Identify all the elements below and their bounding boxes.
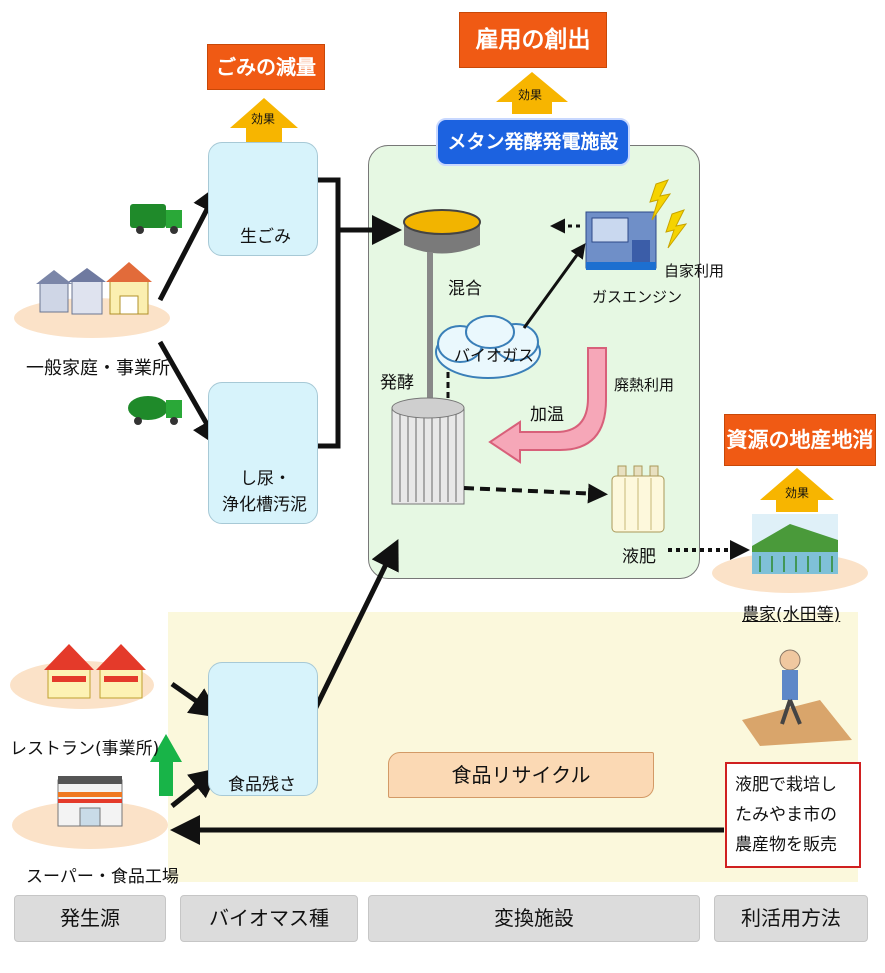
biogas-label: バイオガス bbox=[454, 346, 535, 365]
raw-garbage-label: 生ごみ bbox=[240, 227, 291, 247]
food-waste-label: 食品残さ bbox=[228, 775, 296, 795]
sludge-label-2: 浄化槽汚泥 bbox=[222, 495, 307, 515]
farmer-icon bbox=[742, 649, 852, 746]
garbage-truck-icon bbox=[130, 204, 182, 234]
effect-arrow-waste bbox=[230, 98, 298, 142]
liquid-fertilizer-tank-icon bbox=[611, 465, 665, 533]
supermarket-icon bbox=[57, 776, 123, 827]
footer-col-conversion: 変換施設 bbox=[368, 895, 700, 942]
self-use-label: 自家利用 bbox=[664, 262, 725, 280]
mixing-label: 混合 bbox=[448, 279, 482, 299]
supermarket-label: スーパー・食品工場 bbox=[26, 867, 179, 887]
effect-arrow-jobs bbox=[496, 72, 568, 114]
green-up-arrow bbox=[150, 734, 182, 796]
mixing-tank-icon bbox=[403, 209, 481, 408]
sales-note-line2: たみやま市の bbox=[735, 805, 837, 825]
gas-engine-icon bbox=[585, 211, 657, 270]
biomass-box-sludge bbox=[208, 382, 318, 524]
liquid-fertilizer-label: 液肥 bbox=[622, 547, 656, 567]
fermentation-label: 発酵 bbox=[380, 373, 414, 393]
footer-col-usage: 利活用方法 bbox=[714, 895, 868, 942]
footer-col-biomass: バイオマス種 bbox=[180, 895, 358, 942]
rice-field-icon bbox=[752, 514, 838, 574]
effect-tag-local: 効果 bbox=[785, 486, 810, 500]
biomass-box-raw-garbage bbox=[208, 142, 318, 256]
farm-label: 農家(水田等) bbox=[742, 605, 841, 625]
sales-note-line1: 液肥で栽培し bbox=[735, 775, 837, 795]
heat-arrow bbox=[488, 347, 607, 464]
fermentation-tank-icon bbox=[391, 397, 465, 505]
households-label: 一般家庭・事業所 bbox=[26, 358, 170, 379]
sales-note-box bbox=[725, 762, 861, 868]
biomass-box-food-waste bbox=[208, 662, 318, 796]
biogas-cloud-icon bbox=[435, 315, 541, 379]
effect-job-creation: 雇用の創出 bbox=[459, 12, 607, 68]
effect-waste-reduction: ごみの減量 bbox=[207, 44, 325, 90]
sales-note-line3: 農産物を販売 bbox=[735, 835, 837, 855]
waste-heat-label: 廃熱利用 bbox=[614, 376, 675, 394]
food-recycle-banner: 食品リサイクル bbox=[388, 752, 654, 798]
restaurant-label: レストラン(事業所) bbox=[10, 739, 160, 759]
effect-arrow-local bbox=[760, 468, 834, 512]
effect-local-production: 資源の地産地消 bbox=[724, 414, 876, 466]
effect-tag-waste: 効果 bbox=[251, 112, 276, 126]
heating-label: 加温 bbox=[530, 405, 564, 425]
households-icon bbox=[36, 262, 152, 315]
lightning-icon bbox=[649, 179, 688, 249]
restaurant-icon bbox=[44, 644, 146, 699]
sludge-label-1: し尿・ bbox=[240, 469, 291, 489]
footer-col-source: 発生源 bbox=[14, 895, 166, 942]
tanker-truck-icon bbox=[128, 396, 182, 425]
gas-engine-label: ガスエンジン bbox=[592, 288, 683, 306]
facility-title: メタン発酵発電施設 bbox=[436, 118, 630, 166]
effect-tag-jobs: 効果 bbox=[518, 88, 543, 102]
